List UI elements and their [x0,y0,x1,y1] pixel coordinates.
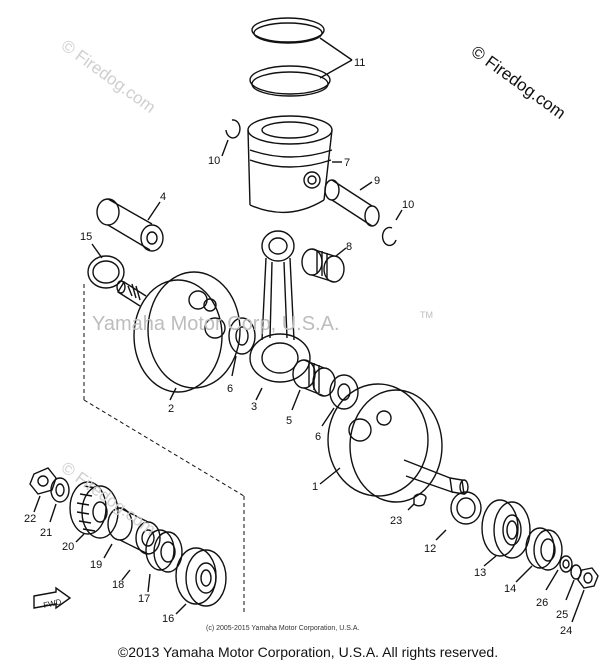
callout-24: 24 [560,625,572,637]
seal-washer [450,491,482,525]
callout-26: 26 [536,597,548,609]
callout-22: 22 [24,513,36,525]
callout-11: 11 [354,57,365,69]
callout-10-right: 10 [402,199,414,211]
piston-ring-top [251,17,325,44]
watermark-tm: TM [420,310,433,320]
callout-20: 20 [62,541,74,553]
thrust-washer-left [228,317,256,355]
piston [247,115,333,214]
callout-6-right: 6 [315,431,321,443]
piston-pin-clip-right [381,226,397,247]
footer-copyright: ©2013 Yamaha Motor Corporation, U.S.A. A… [117,644,499,660]
callout-21: 21 [40,527,52,539]
callout-18: 18 [112,579,124,591]
callout-4: 4 [160,191,166,203]
callout-23: 23 [390,515,402,527]
callout-17: 17 [138,593,150,605]
watermark-center: Yamaha Motor Corp, U.S.A. [92,313,340,335]
assembly-guide-lines [83,284,245,612]
callout-6-left: 6 [227,383,233,395]
crank-pin [96,198,164,252]
piston-ring-second [249,65,331,97]
big-end-bearing [292,359,336,397]
gear-spacer [107,507,161,555]
small-end-bearing [301,248,345,283]
small-copyright: (c) 2005-2015 Yamaha Motor Corporation, … [206,625,359,632]
crank-wheel-right [327,383,469,503]
callout-15: 15 [80,231,92,243]
crank-bearing-right [481,499,531,559]
connecting-rod [249,230,311,383]
watermark-firedog-left: © Firedog.com [58,36,160,117]
callout-25: 25 [556,609,568,621]
fwd-label: FWD [43,597,63,610]
callout-10-left: 10 [208,155,220,167]
piston-pin [324,179,380,227]
callout-13: 13 [474,567,486,579]
oil-seal [525,527,563,571]
callout-16: 16 [162,613,174,625]
callout-19: 19 [90,559,102,571]
callout-2: 2 [168,403,174,415]
callout-5: 5 [286,415,292,427]
piston-pin-clip-left [225,119,241,139]
crank-oil-seal-left [145,529,183,573]
callout-1: 1 [312,481,318,493]
woodruff-key [413,493,427,507]
crank-nut-right [577,567,599,589]
crank-bearing-left [175,547,227,607]
callout-3: 3 [251,401,257,413]
forward-arrow-icon [33,586,72,610]
primary-gear-nut [29,467,57,495]
callout-14: 14 [504,583,516,595]
callout-7: 7 [344,157,350,169]
primary-drive-gear [69,481,119,539]
watermark-firedog-right: © Firedog.com [468,42,570,123]
primary-gear-washer [50,477,70,503]
callout-9: 9 [374,175,380,187]
callout-12: 12 [424,543,436,555]
washer-26 [559,555,573,573]
callout-8: 8 [346,241,352,253]
crank-seal-washer [87,255,125,289]
crank-wheel-left [116,271,241,393]
thrust-washer-right [329,374,359,410]
